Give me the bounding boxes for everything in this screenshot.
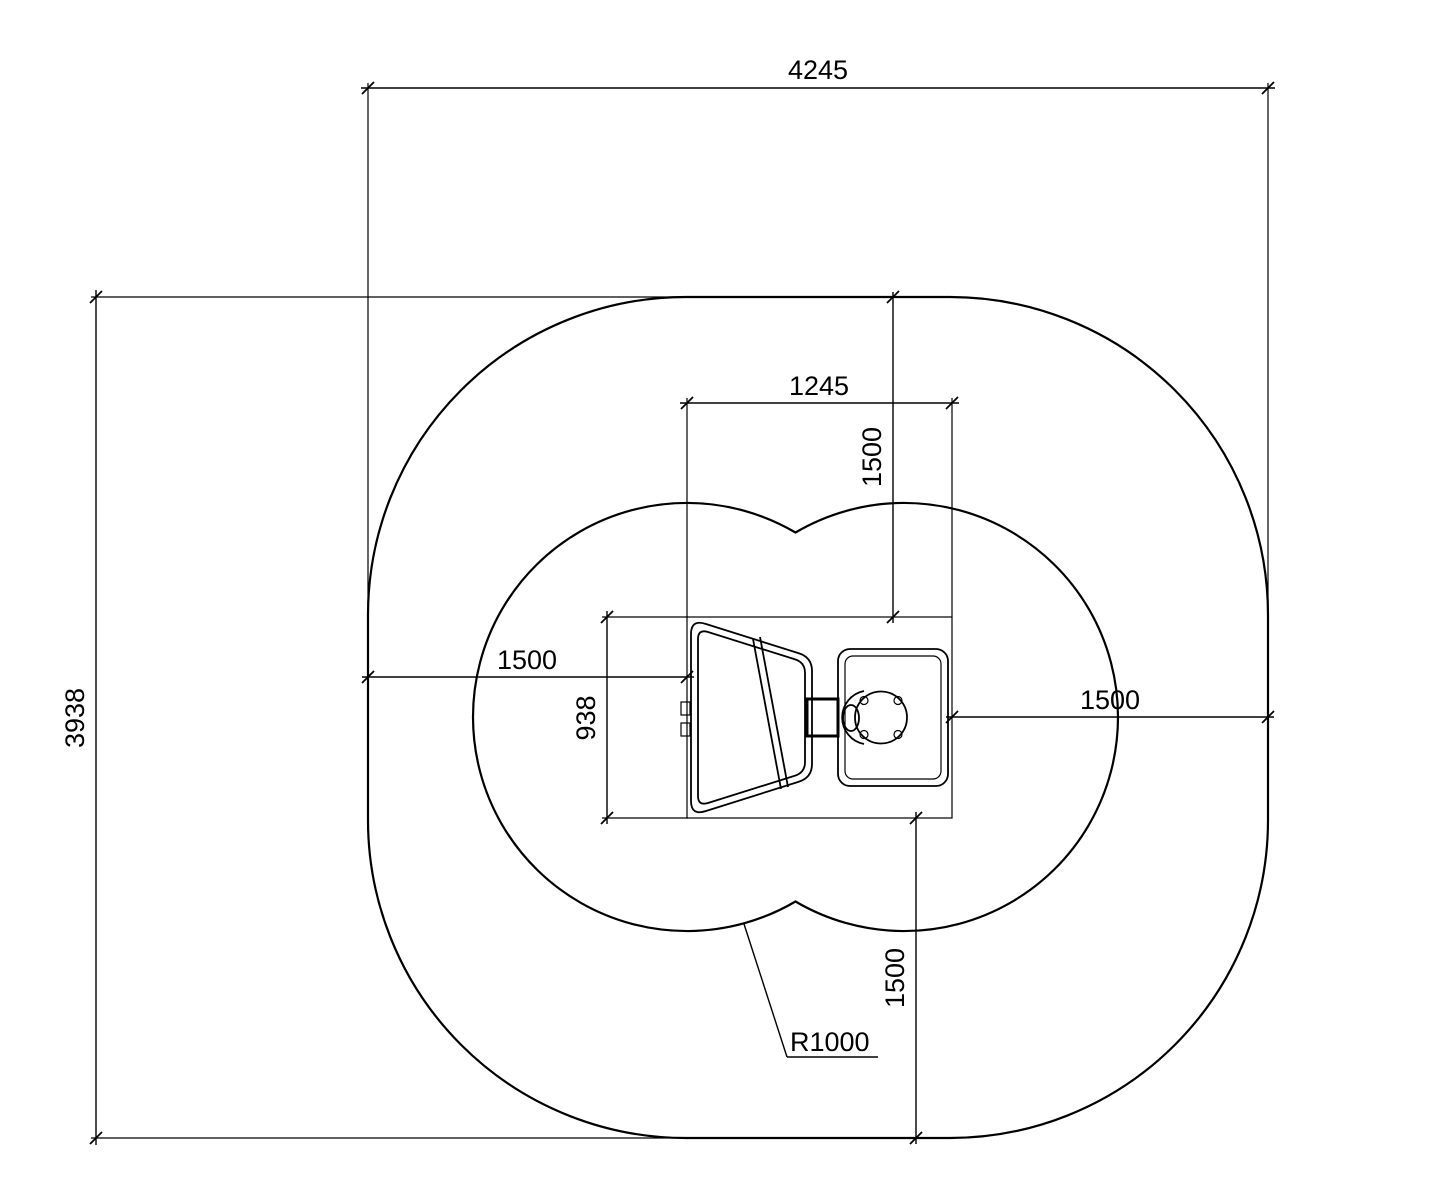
equipment-crossbar-line-2 <box>759 636 789 788</box>
equipment-plan <box>680 616 953 819</box>
dim-clearance-bottom-label: 1500 <box>880 948 910 1008</box>
dimension-tick <box>89 290 103 304</box>
dimension-tick <box>680 396 694 410</box>
fall-zone-outline <box>471 501 1120 933</box>
dimension-tick <box>1261 710 1275 724</box>
dimension-tick <box>909 1131 923 1145</box>
dim-clearance-bottom: 1500 <box>880 811 923 1145</box>
dimension-tick <box>89 1131 103 1145</box>
dim-overall-width-label: 4245 <box>788 55 848 85</box>
dimension-tick <box>945 710 959 724</box>
dim-overall-width: 4245 <box>361 55 1275 630</box>
equipment-joint-arc <box>841 690 865 745</box>
dim-overall-height-label: 3938 <box>60 688 90 748</box>
equipment-left-tab-1 <box>680 701 691 716</box>
equipment-platform-inner <box>697 630 806 805</box>
radius-callout: R1000 <box>743 923 878 1058</box>
dim-clearance-left: 1500 <box>361 645 694 684</box>
dim-clearance-left-label: 1500 <box>497 645 557 675</box>
dimension-tick <box>361 81 375 95</box>
dimension-tick <box>361 670 375 684</box>
dimension-tick <box>945 396 959 410</box>
dimension-tick <box>680 670 694 684</box>
leader-line <box>743 923 788 1058</box>
equipment-bolt-hole-3 <box>859 729 869 740</box>
equipment-platform-outer <box>690 621 813 814</box>
equipment-bolt-hole-1 <box>859 695 869 706</box>
dimension-tick <box>1261 81 1275 95</box>
dimension-tick <box>600 811 614 825</box>
equipment-left-tab-2 <box>680 722 691 737</box>
dim-clearance-top: 1500 <box>857 290 900 624</box>
dimension-tick <box>909 811 923 825</box>
dim-equipment-width-label: 1245 <box>789 371 849 401</box>
dim-equipment-height: 938 <box>571 610 688 825</box>
dimension-tick <box>886 290 900 304</box>
equipment-bolt-hole-2 <box>893 695 903 706</box>
dimension-tick <box>600 610 614 624</box>
radius-callout-label: R1000 <box>790 1027 870 1057</box>
dim-equipment-height-label: 938 <box>571 695 601 740</box>
equipment-bolt-hole-4 <box>893 729 903 740</box>
dim-overall-height: 3938 <box>60 290 690 1145</box>
dim-clearance-right-label: 1500 <box>1080 685 1140 715</box>
dim-clearance-right: 1500 <box>945 685 1275 724</box>
dim-equipment-width: 1245 <box>680 371 959 617</box>
equipment-footprint-box <box>686 616 953 819</box>
dim-clearance-top-label: 1500 <box>857 427 887 487</box>
equipment-crossbar-line-1 <box>752 638 782 790</box>
equipment-base-panel-inner <box>844 655 942 780</box>
equipment-flange-circle <box>854 690 908 745</box>
dimension-tick <box>886 610 900 624</box>
